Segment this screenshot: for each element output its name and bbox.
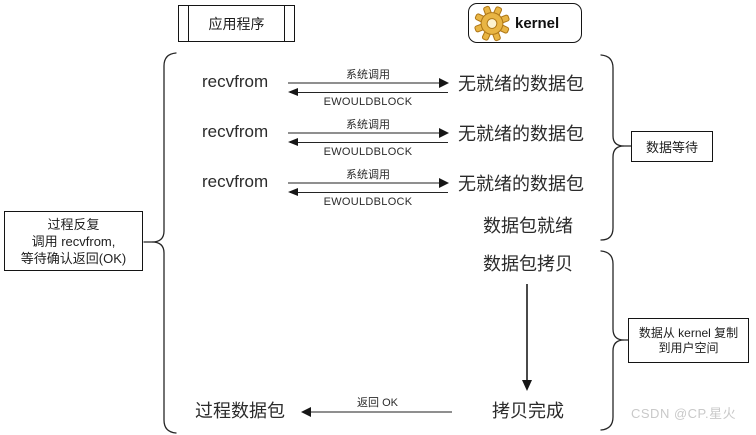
no-data-ready-label: 无就绪的数据包 bbox=[458, 74, 584, 94]
kernel-box: kernel bbox=[468, 3, 582, 43]
application-label: 应用程序 bbox=[208, 15, 265, 32]
copy-progress-arrow bbox=[521, 284, 532, 391]
kernel-copy-note-line: 到用户空间 bbox=[658, 340, 719, 355]
recvfrom-label: recvfrom bbox=[202, 172, 269, 191]
syscall-arrow bbox=[288, 78, 449, 88]
no-data-ready-label: 无就绪的数据包 bbox=[458, 174, 584, 194]
ewouldblock-arrow bbox=[288, 138, 448, 146]
retry-note-line: 等待确认返回(OK) bbox=[20, 250, 127, 266]
ewouldblock-arrow bbox=[288, 188, 448, 196]
data-wait-note-box: 数据等待 bbox=[631, 131, 713, 162]
retry-note-line: 调用 recvfrom, bbox=[31, 233, 116, 249]
no-data-ready-label: 无就绪的数据包 bbox=[458, 124, 584, 144]
ewouldblock-label: EWOULDBLOCK bbox=[323, 146, 413, 158]
recvfrom-label: recvfrom bbox=[202, 122, 269, 141]
data-wait-label: 数据等待 bbox=[645, 140, 698, 155]
recvfrom-attempt-row: recvfrom 系统调用 EWOULDBLOCK 无就绪的数据包 bbox=[0, 66, 610, 112]
gear-icon bbox=[474, 5, 510, 41]
ewouldblock-label: EWOULDBLOCK bbox=[323, 196, 413, 208]
recvfrom-attempt-row: recvfrom 系统调用 EWOULDBLOCK 无就绪的数据包 bbox=[0, 166, 610, 212]
recvfrom-attempt-row: recvfrom 系统调用 EWOULDBLOCK 无就绪的数据包 bbox=[0, 116, 610, 162]
watermark: CSDN @CP.星火 bbox=[631, 406, 737, 421]
packet-copy-label: 数据包拷贝 bbox=[483, 254, 573, 274]
application-box: 应用程序 bbox=[178, 5, 295, 42]
syscall-arrow bbox=[288, 128, 449, 138]
recvfrom-label: recvfrom bbox=[202, 72, 269, 91]
retry-note-box: 过程反复 调用 recvfrom, 等待确认返回(OK) bbox=[4, 211, 143, 271]
copy-done-label: 拷贝完成 bbox=[492, 401, 564, 421]
return-ok-arrow bbox=[301, 407, 452, 417]
syscall-arrow-label: 系统调用 bbox=[346, 69, 390, 81]
syscall-arrow-label: 系统调用 bbox=[346, 119, 390, 131]
ewouldblock-arrow bbox=[288, 88, 448, 96]
packet-ready-label: 数据包就绪 bbox=[483, 216, 573, 236]
return-ok-label: 返回 OK bbox=[357, 397, 398, 409]
kernel-label: kernel bbox=[515, 14, 560, 32]
kernel-copy-note-line: 数据从 kernel 复制 bbox=[638, 325, 739, 340]
kernel-copy-note-box: 数据从 kernel 复制 到用户空间 bbox=[628, 318, 749, 363]
retry-note-line: 过程反复 bbox=[47, 216, 100, 232]
ewouldblock-label: EWOULDBLOCK bbox=[323, 96, 413, 108]
process-packet-label: 过程数据包 bbox=[195, 401, 285, 421]
syscall-arrow bbox=[288, 178, 449, 188]
syscall-arrow-label: 系统调用 bbox=[346, 169, 390, 181]
